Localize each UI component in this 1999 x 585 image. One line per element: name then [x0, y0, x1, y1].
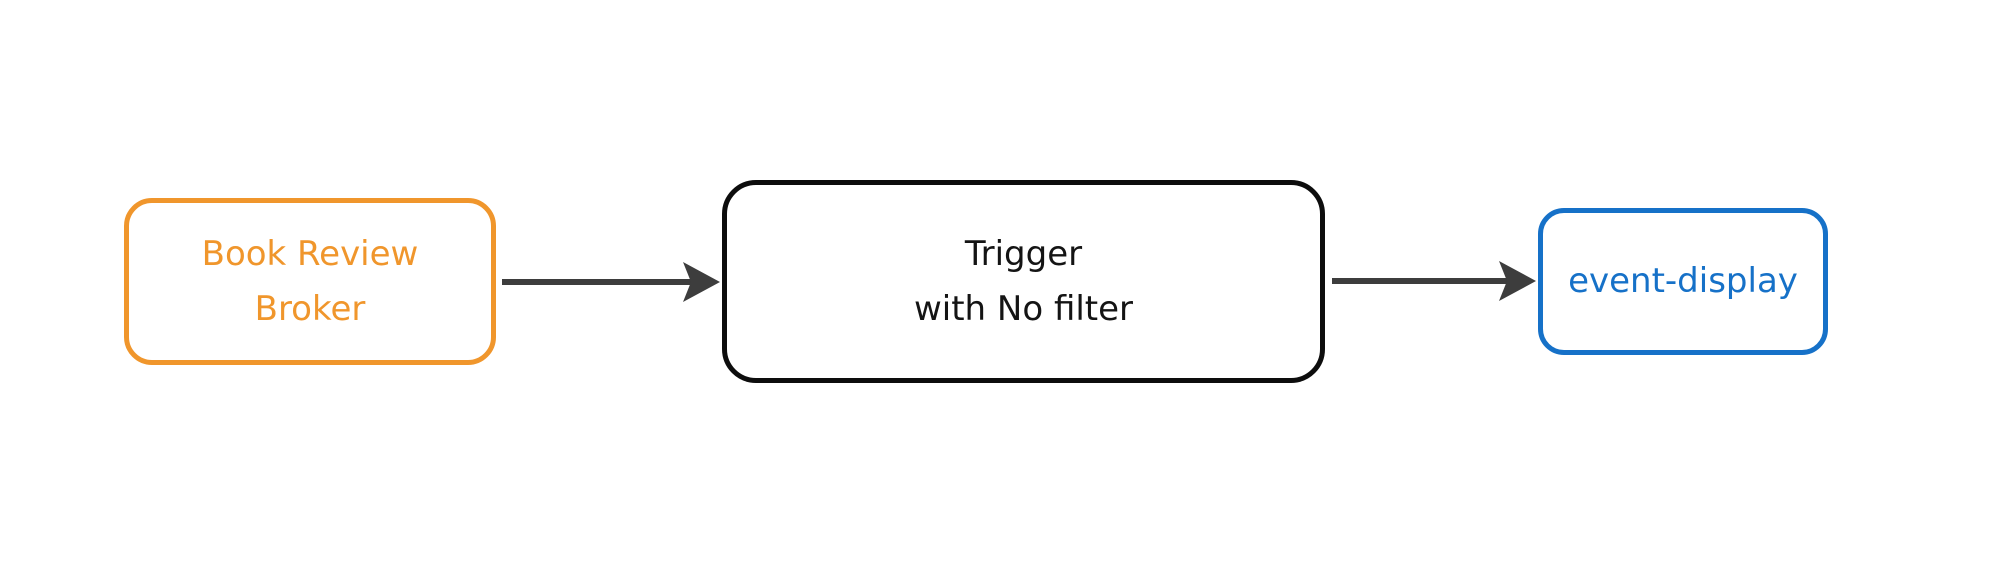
- arrowhead-icon: [683, 262, 720, 302]
- node-label: event-display: [1568, 261, 1798, 302]
- arrowhead-icon: [1499, 261, 1536, 301]
- node-book-review-broker: Book Review Broker: [124, 198, 496, 365]
- node-trigger-with-no-filter: Trigger with No filter: [722, 180, 1325, 383]
- node-label: Book Review Broker: [201, 234, 419, 329]
- node-event-display: event-display: [1538, 208, 1828, 355]
- arrow-broker-to-trigger: [502, 262, 720, 302]
- node-label: Trigger with No filter: [913, 234, 1134, 329]
- arrow-trigger-to-event-display: [1332, 261, 1536, 301]
